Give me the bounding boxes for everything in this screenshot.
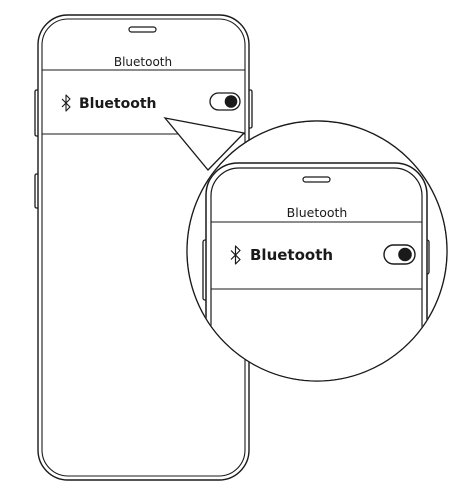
bluetooth-icon	[230, 245, 241, 265]
zoom-toggle-knob	[398, 247, 412, 262]
zoom-header-title: Bluetooth	[287, 205, 348, 220]
phone-header-title: Bluetooth	[114, 55, 172, 69]
phone-toggle-knob	[224, 95, 238, 108]
phone-bluetooth-row[interactable]: Bluetooth	[61, 92, 241, 112]
zoom-bluetooth-row[interactable]: Bluetooth	[230, 244, 416, 265]
magnifier-pointer	[163, 117, 246, 171]
zoom-phone-speaker	[302, 176, 331, 183]
phone-speaker	[128, 26, 157, 33]
zoom-bluetooth-toggle[interactable]	[383, 244, 416, 265]
phone-bluetooth-toggle[interactable]	[209, 92, 241, 111]
phone-bluetooth-label: Bluetooth	[79, 96, 157, 112]
bluetooth-icon	[61, 94, 71, 112]
zoom-bluetooth-label: Bluetooth	[250, 246, 333, 264]
